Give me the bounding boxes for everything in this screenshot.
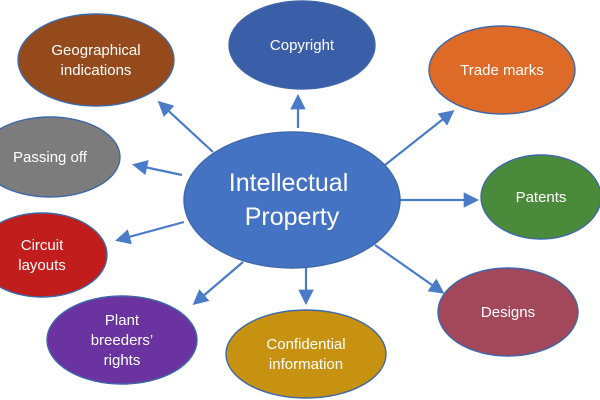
confidential-information-label-line-1: Confidential <box>266 336 345 353</box>
center-label-line-1: Intellectual <box>229 169 349 197</box>
patents-label-line-1: Patents <box>516 189 567 206</box>
copyright-label: Copyright <box>270 37 335 54</box>
circuit-layouts-ellipse <box>0 212 108 298</box>
passing-off-label-line-1: Passing off <box>13 149 88 166</box>
arrow-to-geographical-indications <box>157 100 214 153</box>
arrow-to-plant-breeders-rights <box>192 261 244 306</box>
trade-marks-label-line-1: Trade marks <box>460 62 544 79</box>
node-geographical-indications: Geographical indications <box>17 13 175 107</box>
node-designs: Designs <box>437 267 579 357</box>
passing-off-ellipse <box>0 116 121 198</box>
plant-breeders-rights-label-line-1: Plant <box>105 312 140 329</box>
designs-label-line-1: Designs <box>481 304 535 321</box>
center-label: Intellectual Property <box>229 169 355 231</box>
copyright-label-line-1: Copyright <box>270 37 335 54</box>
arrows-layer <box>115 93 480 306</box>
node-plant-breeders-rights: Plant breeders’ rights <box>46 295 198 385</box>
confidential-information-ellipse <box>225 309 387 399</box>
plant-breeders-rights-label-line-2: breeders’ <box>91 332 154 349</box>
trade-marks-ellipse <box>428 25 576 115</box>
geographical-indications-label-line-2: indications <box>61 62 132 79</box>
designs-ellipse <box>437 267 579 357</box>
center-label-line-2: Property <box>245 203 340 231</box>
center-node: Intellectual Property <box>183 131 401 269</box>
node-patents: Patents <box>480 154 600 240</box>
node-confidential-information: Confidential information <box>225 309 387 399</box>
confidential-information-label-line-2: information <box>269 356 343 373</box>
patents-label: Patents <box>516 189 567 206</box>
arrow-to-passing-off <box>131 160 183 177</box>
circuit-layouts-label-line-1: Circuit <box>21 237 64 254</box>
geographical-indications-ellipse <box>17 13 175 107</box>
confidential-information-label: Confidential information <box>266 336 345 373</box>
circuit-layouts-label: Circuit layouts <box>18 237 66 274</box>
plant-breeders-rights-label-line-3: rights <box>104 352 141 369</box>
arrow-to-circuit-layouts <box>115 220 185 245</box>
node-trade-marks: Trade marks <box>428 25 576 115</box>
geographical-indications-label: Geographical indications <box>51 42 140 79</box>
node-copyright: Copyright <box>228 0 376 90</box>
copyright-ellipse <box>228 0 376 90</box>
patents-ellipse <box>480 154 600 240</box>
designs-label: Designs <box>481 304 535 321</box>
trade-marks-label: Trade marks <box>460 62 544 79</box>
node-circuit-layouts: Circuit layouts <box>0 212 108 298</box>
passing-off-label: Passing off <box>13 149 88 166</box>
arrow-to-designs <box>374 244 445 294</box>
node-passing-off: Passing off <box>0 116 121 198</box>
center-ellipse <box>183 131 401 269</box>
geographical-indications-label-line-1: Geographical <box>51 42 140 59</box>
circuit-layouts-label-line-2: layouts <box>18 257 66 274</box>
plant-breeders-rights-label: Plant breeders’ rights <box>91 312 154 369</box>
arrow-to-trade-marks <box>384 110 455 166</box>
plant-breeders-rights-ellipse <box>46 295 198 385</box>
